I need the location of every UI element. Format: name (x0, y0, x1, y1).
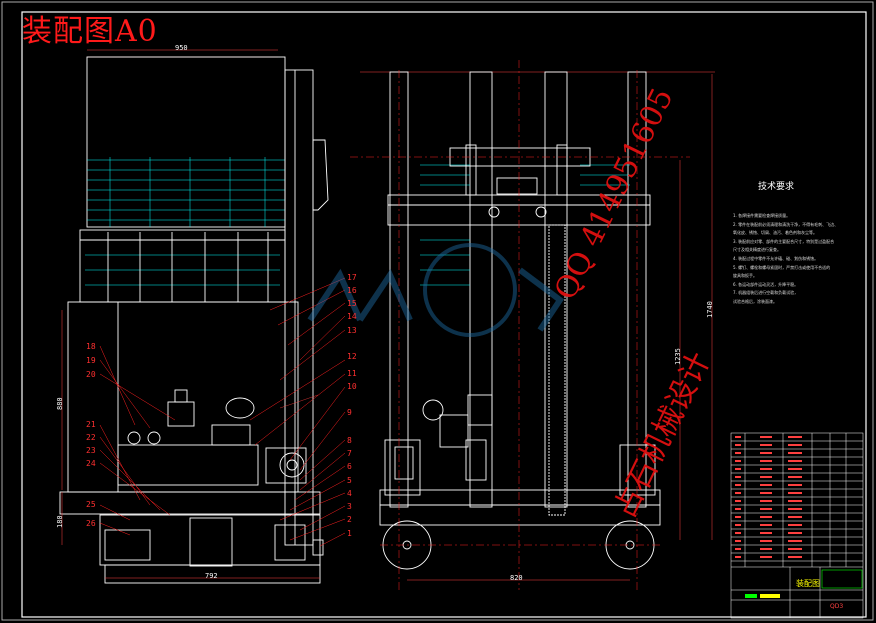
front-view-dimensions (407, 74, 713, 581)
front-view (360, 71, 715, 570)
tech-requirements-title: 技术要求 (758, 182, 795, 192)
tech-requirement-line: 氧化皮、锈蚀、切屑、油污、着色剂和灰尘等。 (733, 230, 817, 236)
part-number-10: 10 (347, 382, 357, 391)
part-number-17: 17 (347, 273, 357, 282)
part-number-8: 8 (347, 436, 352, 445)
part-number-2: 2 (347, 515, 352, 524)
title-block-name: 装配图 (796, 579, 820, 588)
part-number-4: 4 (347, 489, 352, 498)
part-number-23: 23 (86, 446, 96, 455)
title-block-mark-green (745, 594, 757, 598)
drawing-title: 装配图A0 (22, 14, 158, 49)
part-number-7: 7 (347, 449, 352, 458)
dim-left-bottom: 792 (205, 572, 218, 580)
part-number-6: 6 (347, 462, 352, 471)
part-number-25: 25 (86, 500, 96, 509)
part-number-19: 19 (86, 356, 96, 365)
part-number-13: 13 (347, 326, 357, 335)
part-number-9: 9 (347, 408, 352, 417)
tech-requirement-line: 旋具和扳手。 (733, 273, 757, 279)
part-number-18: 18 (86, 342, 96, 351)
part-number-22: 22 (86, 433, 96, 442)
part-number-26: 26 (86, 519, 96, 528)
tech-requirement-line: 4. 装配过程中零件不允许磕、碰、划伤和锈蚀。 (733, 256, 819, 261)
tech-requirement-line: 6. 各运动部件运动灵活，升降平稳。 (733, 281, 799, 287)
tech-requirement-line: 7. 机器组装后进行空载和负载试验， (733, 290, 799, 296)
tech-requirement-line: 1. 各焊接件需要检查焊接质量。 (733, 213, 791, 218)
tech-requirement-line: 试验合格后，涂装面漆。 (733, 299, 777, 304)
inner-frame (21, 11, 867, 618)
side-view (59, 56, 329, 584)
part-number-24: 24 (86, 459, 96, 468)
dim-left-height-lower: 180 (56, 515, 64, 528)
center-lines (350, 60, 690, 590)
bom-table (730, 432, 864, 619)
tech-requirement-line: 尺寸及相关精度进行复查。 (733, 247, 781, 253)
part-number-16: 16 (347, 286, 357, 295)
part-number-20: 20 (86, 370, 96, 379)
part-number-14: 14 (347, 312, 357, 321)
part-number-5: 5 (347, 476, 352, 485)
part-number-3: 3 (347, 502, 352, 511)
leader-lines-right (249, 277, 346, 547)
leader-lines-left (99, 345, 176, 536)
part-number-15: 15 (347, 299, 357, 308)
dim-right-total-height: 1740 (706, 301, 714, 318)
bom-row-marks (735, 436, 802, 558)
title-block-code: QD3 (830, 603, 844, 610)
tech-requirement-line: 5. 螺钉、螺栓和螺母紧固时，严禁打击或使用不合适的 (733, 264, 831, 270)
side-view-dimensions (61, 49, 320, 579)
dim-left-width: 950 (175, 44, 188, 52)
part-number-1: 1 (347, 529, 352, 538)
tech-requirement-line: 2. 零件在装配前必须清理和清洗干净，不得有毛刺、飞边、 (733, 221, 839, 227)
part-number-11: 11 (347, 369, 357, 378)
dim-left-height-upper: 880 (56, 397, 64, 410)
title-block-highlight (821, 569, 863, 589)
tech-requirement-line: 3. 装配前应对零、部件的主要配合尺寸，特别是过盈配合 (733, 238, 835, 244)
title-block-mark-yellow (760, 594, 780, 598)
dim-right-bottom: 820 (510, 574, 523, 582)
part-number-21: 21 (86, 420, 96, 429)
watermark-logo (307, 243, 565, 337)
part-number-12: 12 (347, 352, 357, 361)
